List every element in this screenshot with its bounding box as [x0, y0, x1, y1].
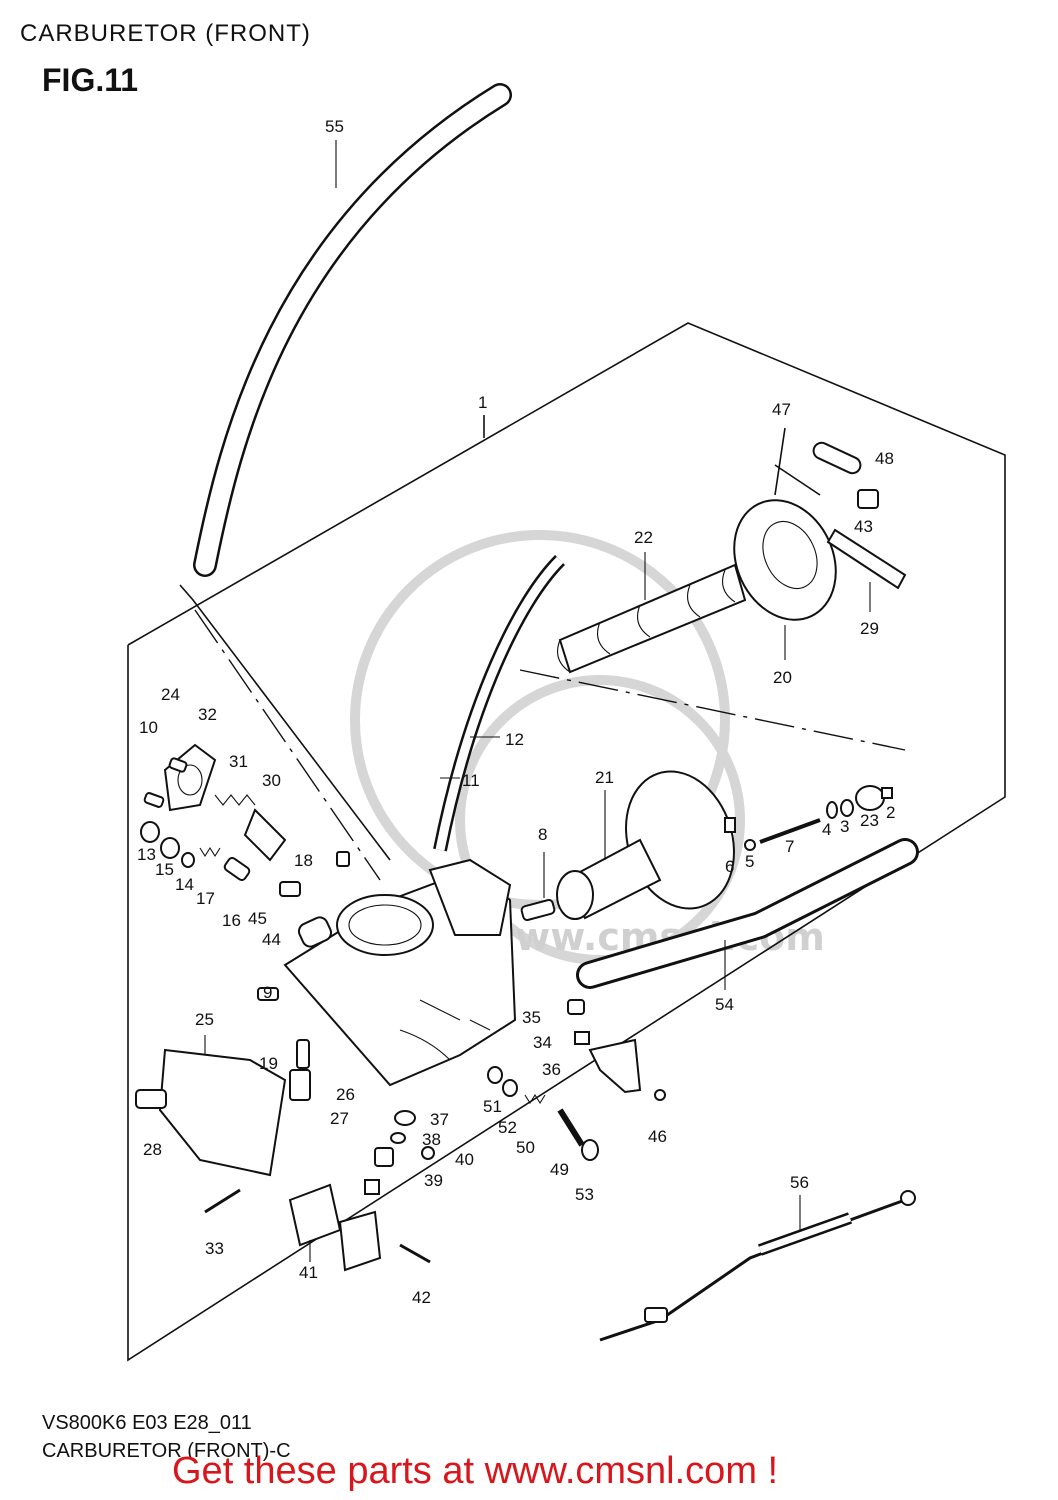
cover-32 — [163, 743, 217, 812]
callout-2: 2 — [886, 803, 895, 822]
assembly-outline — [127, 322, 1006, 1362]
callout-39: 39 — [424, 1171, 443, 1190]
callout-47: 47 — [772, 400, 791, 419]
callout-38: 38 — [422, 1130, 441, 1149]
diagram-code: VS800K6 E03 E28_011 — [42, 1412, 252, 1434]
callout-42: 42 — [412, 1288, 431, 1307]
callout-36: 36 — [542, 1060, 561, 1079]
dash-leader-top — [519, 669, 906, 751]
callout-26: 26 — [336, 1085, 355, 1104]
callout-35: 35 — [522, 1008, 541, 1027]
callout-51: 51 — [483, 1097, 502, 1116]
promo-link[interactable]: Get these parts at www.cmsnl.com ! — [172, 1450, 779, 1492]
spring-22 — [557, 552, 747, 674]
callout-53: 53 — [575, 1185, 594, 1204]
callout-46: 46 — [648, 1127, 667, 1146]
carburetor-body — [283, 858, 517, 1087]
callout-50: 50 — [516, 1138, 535, 1157]
callout-37: 37 — [430, 1110, 449, 1129]
small-parts-lower-right — [487, 999, 666, 1161]
callout-41: 41 — [299, 1263, 318, 1282]
cable-bracket-29 — [826, 528, 907, 612]
callout-24: 24 — [161, 685, 180, 704]
callout-8: 8 — [538, 825, 547, 844]
callout-56: 56 — [790, 1173, 809, 1192]
callout-4: 4 — [822, 820, 831, 839]
callout-45: 45 — [248, 909, 267, 928]
float-41 — [288, 1183, 382, 1272]
callout-30: 30 — [262, 771, 281, 790]
screw-24 — [168, 757, 188, 773]
callout-40: 40 — [455, 1150, 474, 1169]
throttle-cable-56 — [599, 1190, 916, 1342]
callout-1: 1 — [478, 393, 487, 412]
callout-15: 15 — [155, 860, 174, 879]
callout-52: 52 — [498, 1118, 517, 1137]
small-parts-right — [724, 785, 893, 851]
spring-31 — [214, 794, 256, 806]
callout-6: 6 — [725, 857, 734, 876]
callout-14: 14 — [175, 875, 194, 894]
callout-28: 28 — [143, 1140, 162, 1159]
hose-55 — [179, 83, 512, 861]
hose-54 — [576, 838, 919, 990]
callout-23: 23 — [860, 811, 879, 830]
callout-33: 33 — [205, 1239, 224, 1258]
callout-7: 7 — [785, 837, 794, 856]
callout-5: 5 — [745, 852, 754, 871]
tube-12 — [433, 555, 565, 852]
jets-lower — [289, 1039, 435, 1195]
callout-11: 11 — [462, 771, 480, 790]
figure-number: FIG.11 — [42, 62, 139, 98]
dash-leader-left — [194, 609, 381, 881]
pin-42 — [399, 1243, 431, 1264]
clip-47 — [774, 427, 821, 496]
callout-18: 18 — [294, 851, 313, 870]
callout-labels: 55 1 47 48 43 22 29 20 24 32 10 31 30 12… — [137, 117, 895, 1307]
callout-13: 13 — [137, 845, 156, 864]
callout-10: 10 — [139, 718, 158, 737]
vacuum-piston-21 — [556, 770, 735, 920]
callout-55: 55 — [325, 117, 344, 136]
callout-27: 27 — [330, 1109, 349, 1128]
float-chamber-25 — [135, 1035, 287, 1177]
callout-32: 32 — [198, 705, 217, 724]
callout-25: 25 — [195, 1010, 214, 1029]
callout-29: 29 — [860, 619, 879, 638]
small-parts-left — [140, 821, 350, 1001]
callout-44: 44 — [262, 930, 281, 949]
diaphragm-30 — [243, 808, 287, 862]
callout-3: 3 — [840, 817, 849, 836]
callout-20: 20 — [773, 668, 792, 687]
callout-21: 21 — [595, 768, 614, 787]
callout-16: 16 — [222, 911, 241, 930]
callout-34: 34 — [533, 1033, 552, 1052]
screw-33 — [204, 1188, 241, 1214]
screw-43 — [857, 489, 879, 509]
callout-17: 17 — [196, 889, 215, 908]
callout-12: 12 — [505, 730, 524, 749]
diagram-caption: CARBURETOR (FRONT)-C — [42, 1440, 291, 1462]
callout-54: 54 — [715, 995, 734, 1014]
callout-48: 48 — [875, 449, 894, 468]
callout-9: 9 — [263, 983, 272, 1002]
needle-jet-8 — [520, 852, 556, 922]
callout-22: 22 — [634, 528, 653, 547]
screw-10 — [143, 792, 165, 808]
callout-19: 19 — [259, 1054, 278, 1073]
callout-43: 43 — [854, 517, 873, 536]
diagram-title: CARBURETOR (FRONT) — [20, 20, 311, 47]
callout-49: 49 — [550, 1160, 569, 1179]
needle-7 — [759, 818, 821, 844]
callout-31: 31 — [229, 752, 248, 771]
pin-48 — [812, 441, 862, 475]
